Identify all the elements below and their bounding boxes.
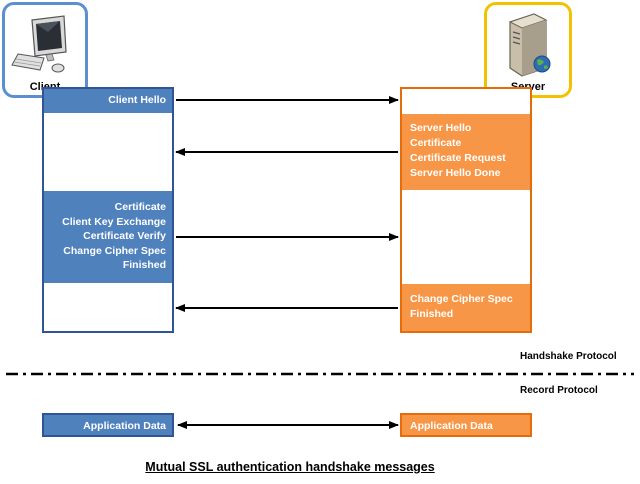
client-application-data: Application Data (42, 413, 174, 437)
client-hello-text: Client Hello (108, 94, 166, 106)
server-hello-done-line: Server Hello Done (410, 167, 501, 179)
server-hello-block: Server Hello Certificate Certificate Req… (402, 114, 530, 190)
desktop-computer-icon (11, 15, 67, 73)
record-protocol-label: Record Protocol (520, 385, 598, 396)
server-certificate-line: Certificate (410, 137, 462, 149)
client-entity: Client (2, 2, 88, 98)
client-finished-line: Finished (122, 259, 166, 271)
client-key-exchange-block: Certificate Client Key Exchange Certific… (44, 191, 172, 283)
server-finish-block: Change Cipher Spec Finished (402, 284, 530, 331)
server-hello-line: Server Hello (410, 122, 472, 134)
server-entity: Server (484, 2, 572, 98)
client-application-data-text: Application Data (83, 420, 166, 432)
server-application-data-text: Application Data (410, 420, 493, 432)
client-certificate-line: Certificate (114, 201, 166, 213)
server-tower-icon (508, 13, 551, 77)
server-finished-line: Finished (410, 308, 454, 320)
client-change-cipher-line: Change Cipher Spec (63, 244, 166, 257)
client-key-exchange-line: Client Key Exchange (62, 215, 166, 228)
server-change-cipher-line: Change Cipher Spec (410, 293, 513, 305)
client-hello-block: Client Hello (44, 89, 172, 113)
handshake-protocol-label: Handshake Protocol (520, 351, 617, 362)
server-application-data: Application Data (400, 413, 532, 437)
certificate-verify-line: Certificate Verify (83, 230, 166, 242)
certificate-request-line: Certificate Request (410, 152, 506, 164)
diagram-caption: Mutual SSL authentication handshake mess… (145, 460, 435, 474)
